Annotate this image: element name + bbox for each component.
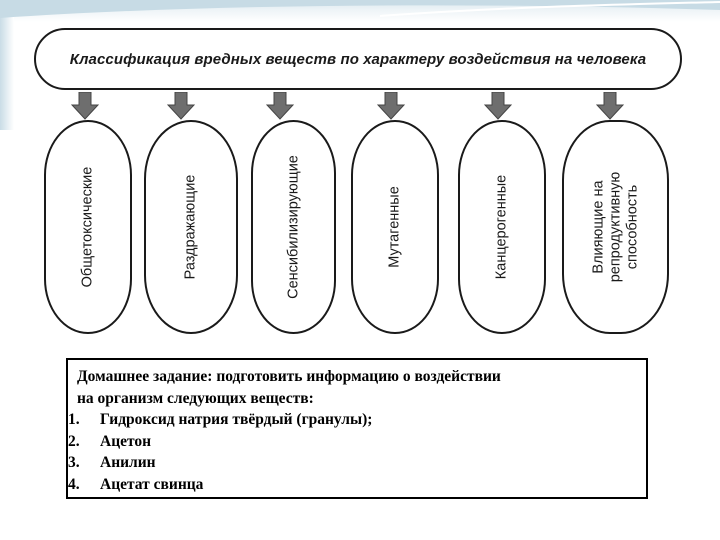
- category-label-line: Влияющие на: [590, 180, 606, 274]
- diagram-header-text: Классификация вредных веществ по характе…: [69, 50, 647, 68]
- arrow-down-icon: [167, 92, 195, 120]
- category-sensitizing: Сенсибилизирующие: [251, 120, 336, 334]
- list-item-text: Анилин: [100, 454, 156, 471]
- category-label: Канцерогенные: [493, 174, 510, 280]
- list-item-text: Гидроксид натрия твёрдый (гранулы);: [100, 411, 373, 428]
- category-label: Мутагенные: [386, 186, 403, 268]
- arrow-down-icon: [596, 92, 624, 120]
- homework-box: Домашнее задание: подготовить информацию…: [66, 358, 648, 499]
- category-irritant: Раздражающие: [144, 120, 238, 334]
- arrow-down-icon: [71, 92, 99, 120]
- list-item: 2. Ацетон: [68, 431, 638, 453]
- homework-intro-line: Домашнее задание: подготовить информацию…: [77, 368, 501, 385]
- category-label: Общетоксические: [79, 166, 96, 288]
- category-label: Сенсибилизирующие: [285, 155, 301, 299]
- category-mutagenic: Мутагенные: [351, 120, 439, 334]
- category-general-toxic: Общетоксические: [44, 120, 132, 334]
- category-label-line: способность: [624, 184, 640, 270]
- category-carcinogenic: Канцерогенные: [458, 120, 546, 334]
- background-left-accent: [0, 0, 14, 130]
- category-label-line: репродуктивную: [607, 171, 623, 283]
- category-label: Раздражающие: [182, 174, 199, 280]
- list-item: 4. Ацетат свинца: [68, 474, 638, 496]
- arrow-down-icon: [484, 92, 512, 120]
- list-item-number: 1.: [68, 411, 80, 428]
- list-item-number: 3.: [68, 454, 80, 471]
- list-item: 1. Гидроксид натрия твёрдый (гранулы);: [68, 409, 638, 431]
- arrow-down-icon: [266, 92, 294, 120]
- category-label-multiline: Влияющие на репродуктивную способность: [590, 172, 641, 283]
- homework-list: 1. Гидроксид натрия твёрдый (гранулы); 2…: [68, 409, 638, 495]
- background-swoosh: [0, 0, 720, 18]
- arrow-down-icon: [377, 92, 405, 120]
- diagram-header-box: Классификация вредных веществ по характе…: [34, 28, 682, 90]
- list-item-text: Ацетат свинца: [100, 475, 204, 493]
- list-item: 3. Анилин: [68, 452, 638, 474]
- list-item-number: 4.: [68, 475, 80, 493]
- homework-intro-line: на организм следующих веществ:: [77, 389, 314, 407]
- list-item-text: Ацетон: [100, 432, 152, 450]
- category-reproductive: Влияющие на репродуктивную способность: [562, 120, 669, 334]
- list-item-number: 2.: [68, 432, 80, 450]
